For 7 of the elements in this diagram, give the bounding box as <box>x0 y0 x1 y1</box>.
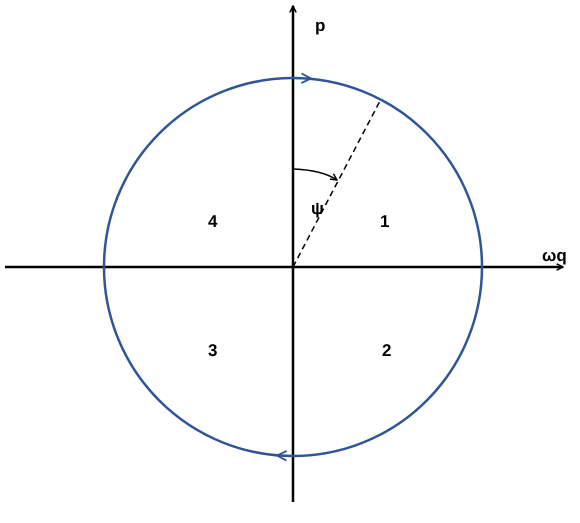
angle-label: ψ <box>311 200 324 217</box>
quadrant-number: 4 <box>208 213 218 230</box>
axis-label: p <box>315 17 326 34</box>
quadrant-number: 1 <box>380 213 390 230</box>
quadrant-number: 3 <box>208 342 218 359</box>
quadrant-number: 2 <box>382 342 392 359</box>
axis-label: ωq <box>542 247 567 264</box>
